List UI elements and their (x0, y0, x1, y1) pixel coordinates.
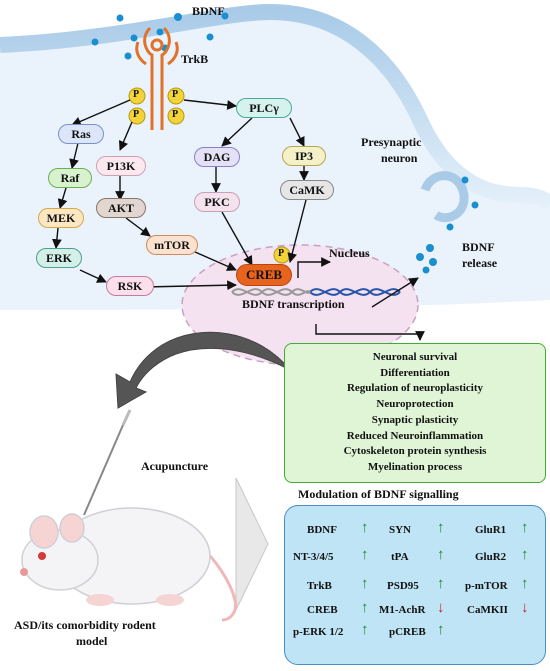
marker-name: BDNF (307, 524, 337, 536)
up-arrow-icon: ↑ (361, 520, 369, 536)
up-arrow-icon: ↑ (521, 520, 529, 536)
node-ras: Ras (58, 124, 104, 144)
curved-arrow (115, 331, 291, 409)
node-raf: Raf (48, 168, 92, 188)
node-akt: AKT (96, 198, 146, 218)
down-arrow-icon: ↓ (521, 600, 529, 616)
marker-name: GluR1 (475, 524, 507, 536)
release-pocket (420, 171, 469, 223)
bdnf-top-label: BDNF (192, 4, 225, 18)
marker-name: TrkB (307, 580, 332, 592)
dna-helix (309, 288, 401, 296)
effect-item: Regulation of neuroplasticity (346, 382, 484, 395)
marker-name: p-ERK 1/2 (293, 626, 344, 638)
up-arrow-icon: ↑ (437, 576, 445, 592)
up-arrow-icon: ↑ (361, 547, 369, 563)
node-creb: CREB (236, 264, 292, 286)
node-camk: CaMK (280, 180, 334, 200)
up-arrow-icon: ↑ (521, 576, 529, 592)
effect-item: Synaptic plasticity (371, 413, 459, 426)
neuron-label: neuron (381, 151, 418, 165)
chevron-right (235, 477, 269, 611)
marker-name: CaMKII (467, 604, 508, 616)
presynaptic-label: Presynaptic (361, 135, 422, 149)
marker-name: p-mTOR (465, 580, 508, 592)
acupuncture-label: Acupuncture (141, 459, 209, 473)
up-arrow-icon: ↑ (361, 600, 369, 616)
effect-item: Reduced Neuroinflammation (346, 429, 484, 442)
up-arrow-icon: ↑ (437, 520, 445, 536)
phospho-label: P (133, 89, 140, 100)
phospho-label: P (172, 89, 179, 100)
model-label-2: model (76, 634, 108, 648)
membrane-edge (0, 3, 550, 210)
marker-name: M1-AchR (379, 604, 426, 616)
model-label-1: ASD/its comorbidity rodent (14, 618, 156, 632)
marker-name: SYN (389, 524, 412, 536)
effect-item: Neuronal survival (372, 351, 458, 363)
marker-name: PSD95 (387, 580, 419, 592)
marker-name: NT-3/4/5 (293, 551, 334, 563)
phospho-label: P (133, 109, 140, 120)
effect-item: Neuroprotection (376, 398, 454, 411)
effect-item: Myelination process (367, 460, 463, 473)
node-mek: MEK (38, 208, 84, 228)
bdnf-release-label-2: release (462, 256, 498, 270)
up-arrow-icon: ↑ (361, 576, 369, 592)
marker-name: tPA (391, 551, 409, 563)
up-arrow-icon: ↑ (361, 622, 369, 638)
phospho-sites (128, 87, 291, 264)
transcription-label: BDNF transcription (242, 297, 345, 311)
acupuncture-needle (83, 424, 124, 516)
up-arrow-icon: ↑ (521, 547, 529, 563)
phospho-label: P (278, 248, 285, 259)
modulation-panel: BDNF ↑ NT-3/4/5 ↑ TrkB ↑ CREB ↑ p-ERK 1/… (284, 505, 546, 665)
effect-item: Cytoskeleton protein synthesis (343, 445, 487, 458)
trkb-receptor (135, 26, 179, 130)
nucleus-label: Nucleus (329, 246, 370, 260)
node-mtor: mTOR (146, 235, 198, 255)
modulation-title: Modulation of BDNF signalling (298, 487, 459, 501)
trkb-label: TrkB (181, 52, 209, 66)
neuron-membrane (0, 12, 550, 310)
marker-name: CREB (307, 604, 338, 616)
node-ip3: IP3 (282, 146, 326, 166)
phospho-label: P (172, 109, 179, 120)
effect-item: Differentiation (380, 366, 450, 379)
up-arrow-icon: ↑ (437, 547, 445, 563)
node-p13k: P13K (96, 156, 146, 176)
node-rsk: RSK (106, 276, 154, 296)
rodent-illustration (20, 507, 238, 622)
marker-name: GluR2 (475, 551, 507, 563)
marker-name: pCREB (389, 626, 426, 638)
node-dag: DAG (194, 147, 240, 167)
up-arrow-icon: ↑ (437, 622, 445, 638)
bdnf-release-label-1: BDNF (462, 240, 495, 254)
node-plc: PLCγ (236, 98, 292, 118)
node-pkc: PKC (194, 192, 240, 212)
effects-box: Neuronal survival Differentiation Regula… (284, 343, 546, 483)
down-arrow-icon: ↓ (437, 600, 445, 616)
node-erk: ERK (36, 248, 82, 268)
dna-strand-grey (231, 288, 311, 296)
